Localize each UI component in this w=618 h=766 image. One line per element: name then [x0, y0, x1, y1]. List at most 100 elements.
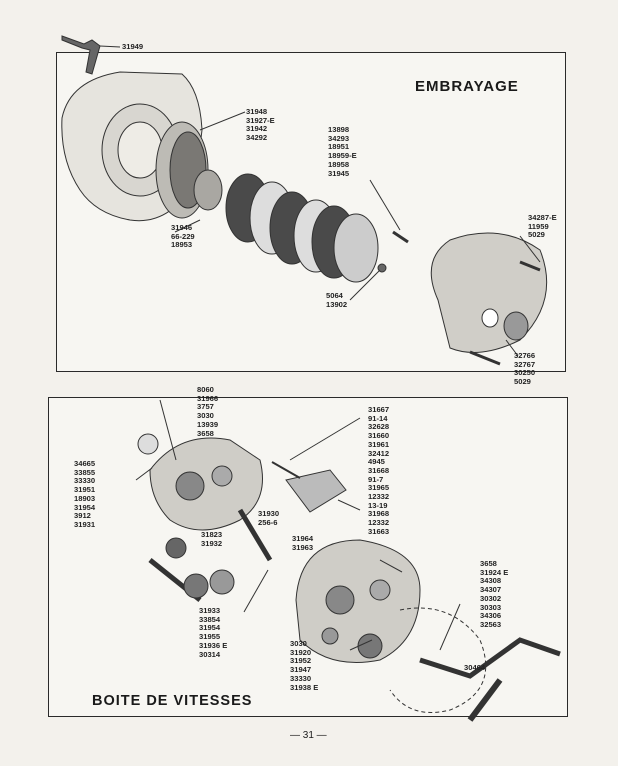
ref-item: 31932: [201, 538, 223, 548]
ref-item: 31931: [74, 519, 96, 529]
ref-item: 31965: [368, 483, 390, 493]
ref-item: 32766: [514, 351, 536, 360]
ref-item: 31823: [201, 530, 223, 539]
ref-item: 31660: [368, 431, 390, 441]
ref-item: 3030: [290, 639, 307, 648]
ref-item: 4945: [368, 457, 385, 467]
ref-item: 91-14: [368, 413, 388, 423]
ref-item: 31663: [368, 526, 390, 536]
ref-item: 30303: [480, 602, 502, 612]
ref-item: 31966: [197, 393, 219, 403]
ref-item: 18953: [171, 240, 193, 250]
ref-drum: 31948 31927-E 31942 34292: [246, 107, 275, 143]
ref-kick: 30464: [464, 663, 486, 673]
ref-item: 30314: [199, 649, 221, 659]
ref-item: 12332: [368, 518, 390, 528]
ref-item: 13-19: [368, 500, 388, 510]
ref-item: 34308: [480, 576, 502, 586]
ref-item: 256-6: [258, 517, 278, 527]
ref-item: 31924 E: [480, 567, 509, 577]
ref-item: 31954: [199, 623, 221, 633]
ref-item: 3912: [74, 511, 91, 521]
gearbox-diagram-panel: [48, 397, 568, 717]
ref-item: 30250: [514, 368, 536, 378]
ref-item: 31968: [368, 509, 390, 519]
ref-item: 34293: [328, 133, 350, 143]
ref-item: 5029: [528, 230, 545, 240]
clutch-section-title: EMBRAYAGE: [415, 78, 519, 95]
ref-item: 31961: [368, 439, 390, 449]
ref-item: 34287-E: [528, 213, 557, 222]
ref-item: 3658: [480, 559, 497, 568]
ref-item: 12332: [368, 492, 390, 502]
ref-item: 31948: [246, 107, 268, 116]
ref-item: 66-229: [171, 231, 195, 241]
ref-item: 30302: [480, 593, 502, 603]
ref-item: 31952: [290, 656, 312, 666]
ref-item: 33330: [290, 673, 312, 683]
ref-item: 32563: [480, 619, 502, 629]
ref-item: 31933: [199, 606, 221, 615]
gearbox-section-title: BOITE DE VITESSES: [92, 693, 253, 709]
ref-item: 18951: [328, 142, 350, 152]
ref-mid-a: 31930 256-6: [258, 509, 280, 527]
ref-springs: 13898 34293 18951 18959-E 18958 31945: [328, 125, 357, 178]
ref-item: 31930: [258, 509, 280, 518]
ref-item: 31668: [368, 465, 390, 475]
ref-lever: 31949: [122, 42, 144, 52]
ref-cover-bottom: 32766 32767 30250 5029: [514, 351, 536, 387]
ref-item: 13939: [197, 419, 219, 429]
ref-item: 32767: [514, 359, 536, 369]
ref-item: 30464: [464, 663, 486, 672]
ref-cover-top: 34287-E 11959 5029: [528, 213, 557, 240]
ref-item: 31936 E: [199, 640, 228, 650]
ref-mid-b: 31823 31932: [201, 530, 223, 548]
ref-item: 18903: [74, 493, 96, 503]
ref-item: 91-7: [368, 474, 384, 484]
ref-item: 31938 E: [290, 682, 319, 692]
ref-hub: 31946 66-229 18953: [171, 223, 195, 250]
ref-item: 31964: [292, 534, 314, 543]
ref-item: 3030: [197, 411, 214, 421]
ref-item: 31947: [290, 665, 312, 675]
ref-item: 32412: [368, 448, 390, 458]
ref-item: 34307: [480, 585, 502, 595]
ref-item: 18959-E: [328, 151, 357, 161]
ref-selector: 31667 91-14 32628 31660 31961 32412 4945…: [368, 405, 390, 537]
ref-item: 31949: [122, 42, 144, 51]
ref-mid-c: 31964 31963: [292, 534, 314, 552]
ref-item: 31946: [171, 223, 193, 232]
ref-item: 31945: [328, 168, 350, 178]
ref-item: 13898: [328, 125, 350, 134]
ref-item: 33854: [199, 614, 221, 624]
ref-item: 31942: [246, 124, 268, 134]
ref-item: 31963: [292, 542, 314, 552]
page-number: — 31 —: [290, 730, 327, 741]
ref-item: 33855: [74, 467, 96, 477]
ref-item: 31920: [290, 647, 312, 657]
ref-nut: 5064 13902: [326, 291, 348, 309]
ref-item: 31951: [74, 485, 96, 495]
ref-item: 11959: [528, 221, 549, 231]
ref-item: 34292: [246, 133, 268, 143]
ref-item: 3757: [197, 402, 214, 412]
ref-item: 31955: [199, 632, 221, 642]
ref-item: 34665: [74, 459, 96, 468]
ref-bottom: 3030 31920 31952 31947 33330 31938 E: [290, 639, 319, 692]
ref-item: 3658: [197, 428, 214, 438]
ref-item: 31927-E: [246, 115, 275, 125]
ref-item: 33330: [74, 476, 96, 486]
ref-item: 13902: [326, 299, 348, 309]
ref-item: 31954: [74, 502, 96, 512]
ref-shafts: 31933 33854 31954 31955 31936 E 30314: [199, 606, 228, 659]
ref-item: 5064: [326, 291, 343, 300]
ref-left: 34665 33855 33330 31951 18903 31954 3912…: [74, 459, 96, 530]
ref-right: 3658 31924 E 34308 34307 30302 30303 343…: [480, 559, 509, 630]
ref-item: 34306: [480, 611, 502, 621]
ref-item: 32628: [368, 422, 390, 432]
ref-item: 18958: [328, 159, 350, 169]
ref-top-center: 8060 31966 3757 3030 13939 3658: [197, 385, 219, 438]
ref-item: 31667: [368, 405, 390, 414]
